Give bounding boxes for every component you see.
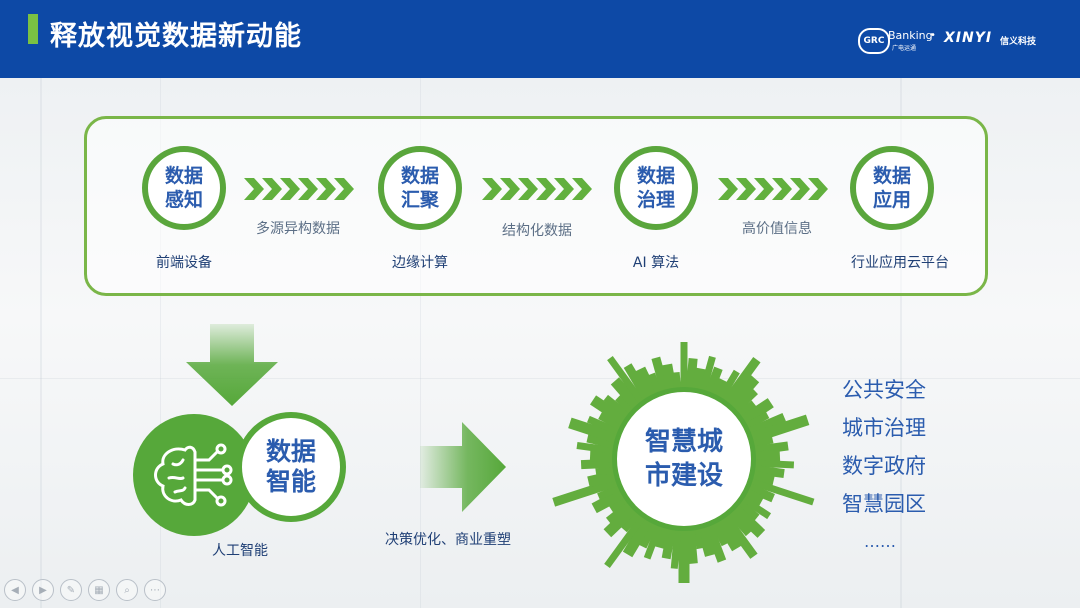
- slides-icon[interactable]: ▦: [88, 579, 110, 601]
- transition-label: 多源异构数据: [256, 221, 340, 237]
- next-icon[interactable]: ▶: [32, 579, 54, 601]
- list-item: 数字政府: [842, 454, 926, 478]
- stage-perception: 数据感知: [142, 146, 226, 230]
- chevron-arrow-icon: [244, 178, 354, 200]
- list-item: ……: [864, 532, 896, 551]
- list-item: 城市治理: [842, 416, 926, 440]
- application-list: 公共安全 城市治理 数字政府 智慧园区 ……: [842, 375, 926, 565]
- transition-label: 结构化数据: [502, 223, 572, 239]
- ai-label: 人工智能: [212, 543, 268, 559]
- bg-line: [160, 78, 161, 608]
- chevron-arrow-icon: [718, 178, 828, 200]
- bg-line: [40, 78, 42, 608]
- stage-label: AI 算法: [632, 255, 680, 271]
- title-accent: [28, 14, 38, 44]
- bg-line: [420, 78, 421, 608]
- grc-logo: GRC: [858, 28, 890, 54]
- bg-line: [0, 378, 1080, 379]
- pen-icon[interactable]: ✎: [60, 579, 82, 601]
- xinyi-logo-cn: 信义科技: [1000, 37, 1037, 47]
- xinyi-logo: XINYI: [944, 30, 993, 46]
- decision-label: 决策优化、商业重塑: [385, 532, 511, 548]
- stage-label: 边缘计算: [392, 255, 448, 271]
- list-item: 智慧园区: [842, 492, 926, 516]
- stage-governance: 数据治理: [614, 146, 698, 230]
- header-bar: 释放视觉数据新动能 GRC Banking 广电运通 • XINYI 信义科技: [0, 0, 1080, 78]
- smart-city-badge: 智慧城市建设: [612, 387, 756, 531]
- stage-label: 前端设备: [156, 255, 212, 271]
- right-arrow-icon: [420, 422, 506, 512]
- transition-label: 高价值信息: [742, 221, 812, 237]
- slideshow-toolbar: ◀ ▶ ✎ ▦ ⌕ ⋯: [4, 579, 166, 601]
- banking-logo: Banking: [888, 29, 933, 42]
- stage-application: 数据应用: [850, 146, 934, 230]
- bg-line: [900, 78, 902, 608]
- more-icon[interactable]: ⋯: [144, 579, 166, 601]
- logo-separator: •: [930, 30, 936, 41]
- data-intelligence-badge: 数据智能: [236, 412, 346, 522]
- brain-badge: [133, 414, 255, 536]
- stage-aggregation: 数据汇聚: [378, 146, 462, 230]
- stage-label: 行业应用云平台: [851, 255, 949, 271]
- prev-icon[interactable]: ◀: [4, 579, 26, 601]
- page-title: 释放视觉数据新动能: [50, 21, 302, 52]
- data-flow-panel: [84, 116, 988, 296]
- list-item: 公共安全: [842, 378, 926, 402]
- zoom-icon[interactable]: ⌕: [116, 579, 138, 601]
- banking-logo-sub: 广电运通: [892, 45, 917, 52]
- down-arrow-icon: [186, 324, 278, 406]
- brain-circuit-icon: [154, 443, 233, 507]
- chevron-arrow-icon: [482, 178, 592, 200]
